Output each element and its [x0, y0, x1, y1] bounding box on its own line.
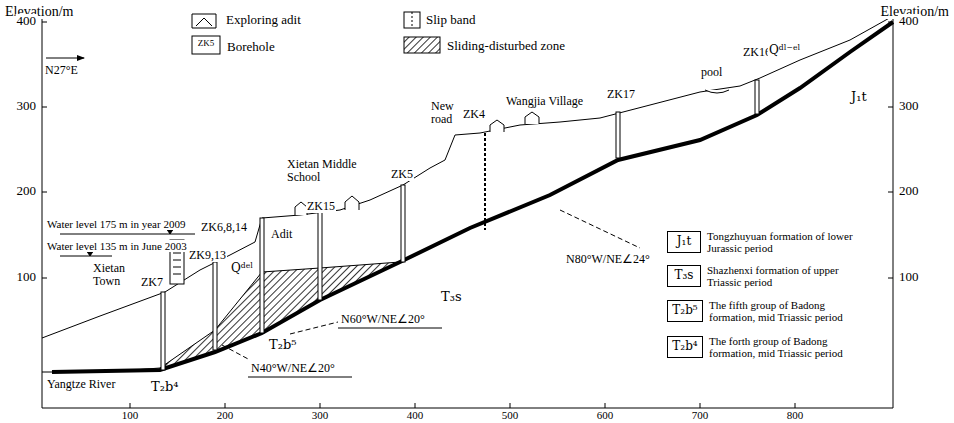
formation-box: T₂b⁵The fifth group of Badong formation,…: [667, 300, 703, 322]
label: 400: [406, 409, 425, 421]
legend-text: Borehole: [226, 40, 276, 54]
label: 700: [691, 409, 710, 421]
label: 400: [898, 14, 920, 28]
label: 500: [501, 409, 520, 421]
ticks: [130, 403, 795, 408]
formation-code: T₂b⁵: [668, 304, 702, 317]
dip-line: [290, 322, 338, 334]
buildings: [170, 90, 729, 284]
dip-underline: [248, 377, 352, 378]
borehole-dashed: [484, 133, 486, 230]
label: T₂b⁵: [268, 338, 297, 352]
label: 200: [216, 409, 235, 421]
label: Water level 135 m in June 2003: [46, 240, 188, 252]
label: 300: [16, 99, 38, 113]
bottom-axis: [42, 408, 893, 409]
legend-text: Sliding-disturbed zone: [446, 39, 566, 53]
label: Water level 175 m in year 2009: [46, 218, 186, 230]
label: 800: [786, 409, 805, 421]
label: 300: [311, 409, 330, 421]
label: Xietan Middle School: [286, 158, 360, 184]
right-axis: [893, 8, 894, 408]
formation-box: T₂b⁴The forth group of Badong formation,…: [667, 336, 703, 358]
label: 200: [16, 184, 38, 198]
direction-arrow: [46, 58, 84, 59]
label: J₁t: [850, 90, 868, 104]
disturbed-zone-symbol: [404, 37, 440, 53]
label: ZK15: [306, 200, 336, 213]
formation-box: J₁tTongzhuyuan formation of lower Jurass…: [667, 231, 701, 253]
water-level-line: [60, 234, 195, 235]
label: 300: [898, 99, 920, 113]
dip-underline: [338, 328, 442, 329]
legend-text: Slip band: [425, 13, 476, 27]
ticks: [42, 22, 893, 278]
label: New road: [430, 100, 466, 126]
label: Xietan Town: [92, 262, 136, 288]
label: N27°E: [44, 64, 79, 77]
formation-name: Tongzhuyuan formation of lower Jurassic …: [707, 230, 855, 255]
label: T₂b⁴: [150, 380, 179, 394]
dip-line: [222, 345, 250, 360]
formation-name: Shazhenxi formation of upper Triassic pe…: [707, 264, 855, 289]
label: ZK9,13: [188, 249, 227, 262]
label: Wangjia Village: [505, 95, 584, 108]
label: ZK4: [462, 108, 486, 121]
label: Yangtze River: [46, 378, 116, 391]
label: 200: [898, 184, 920, 198]
label: Qᵈᵉˡ: [230, 262, 254, 275]
borehole-symbol: [192, 36, 220, 54]
adit-symbol: [192, 14, 216, 28]
formation-name: The forth group of Badong formation, mid…: [709, 335, 857, 360]
dip-line: [560, 210, 640, 248]
label: N40°W/NE∠20°: [250, 362, 336, 375]
water-level-line: [60, 256, 112, 257]
slip-band-symbol: [412, 12, 413, 28]
label: 100: [121, 409, 140, 421]
label: ZK5: [197, 39, 216, 49]
label: 400: [16, 14, 38, 28]
label: 100: [16, 270, 38, 284]
formation-box: T₃sShazhenxi formation of upper Triassic…: [667, 265, 701, 287]
slip-band-symbol: [404, 12, 420, 28]
slip-band: [52, 22, 893, 372]
ground-surface: [42, 16, 893, 338]
legend-text: Exploring adit: [225, 13, 302, 27]
label: pool: [700, 66, 723, 79]
left-axis: [42, 8, 43, 408]
label: ZK17: [606, 88, 636, 101]
formation-name: The fifth group of Badong formation, mid…: [709, 299, 857, 324]
label: N60°W/NE∠20°: [340, 313, 426, 326]
formation-code: T₃s: [668, 269, 700, 282]
label: ZK7: [140, 276, 164, 289]
label: Adit: [270, 228, 293, 241]
boreholes: [161, 80, 759, 370]
label: Qᵈˡ⁻ᵉˡ: [768, 44, 801, 57]
formation-code: T₂b⁴: [668, 340, 702, 353]
label: 100: [898, 270, 920, 284]
label: ZK6,8,14: [200, 221, 248, 234]
label: N80°W/NE∠24°: [565, 253, 651, 266]
label: T₃s: [440, 290, 463, 304]
label: ZK5: [390, 168, 414, 181]
label: 600: [596, 409, 615, 421]
formation-code: J₁t: [668, 235, 700, 248]
